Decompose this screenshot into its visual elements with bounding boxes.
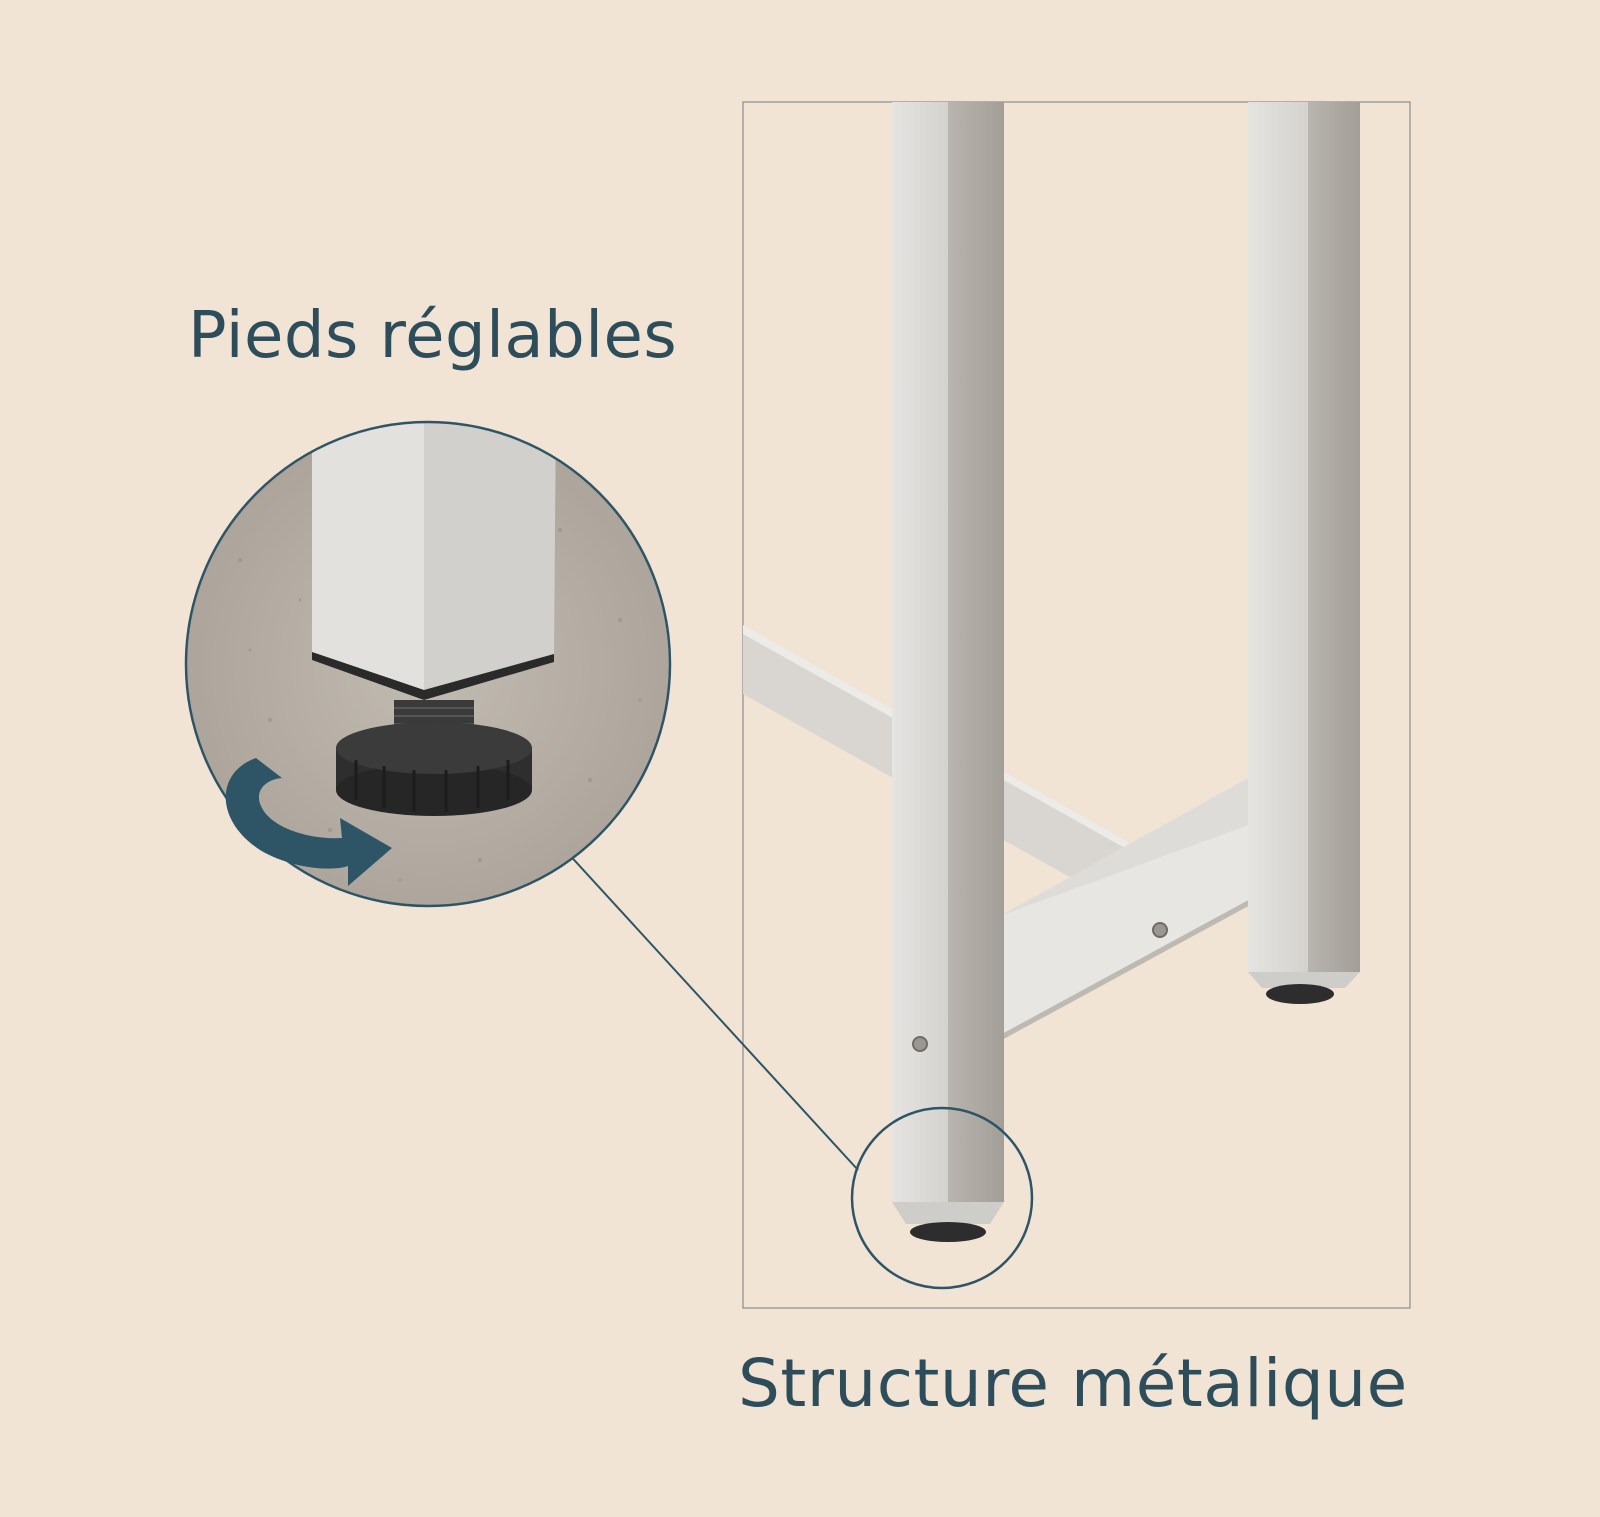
detail-circle-border	[184, 420, 672, 908]
leg-front-face	[312, 422, 424, 690]
rotate-arrow-icon	[225, 758, 392, 886]
front-leg-front	[892, 102, 948, 1202]
screw	[1152, 922, 1168, 938]
leg-side-face	[424, 422, 556, 690]
front-foot-pad	[910, 1222, 986, 1242]
rear-foot-pad	[1266, 984, 1334, 1004]
screw	[912, 1036, 928, 1052]
front-leg-side	[948, 102, 1004, 1202]
metal-frame-photo	[742, 101, 1411, 1309]
adjustable-feet-label: Pieds réglables	[188, 299, 678, 373]
foot-highlight-circle	[850, 1106, 1034, 1290]
rear-leg-side	[1308, 102, 1360, 972]
metal-structure-label: Structure métalique	[738, 1345, 1408, 1422]
front-rail	[1000, 806, 1300, 1035]
rear-leg-front	[1248, 102, 1308, 972]
